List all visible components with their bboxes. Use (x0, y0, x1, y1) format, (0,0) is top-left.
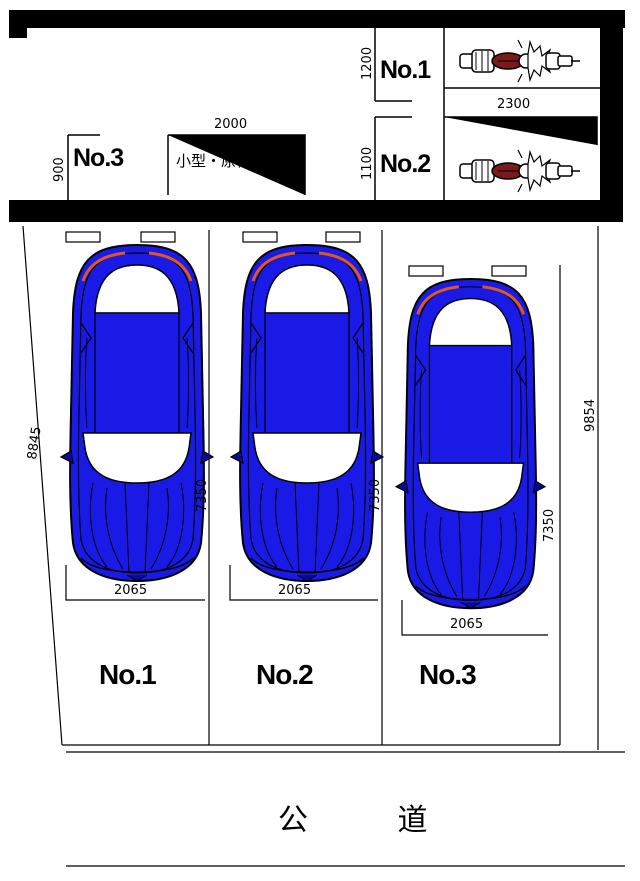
car-icon (394, 277, 547, 610)
motorcycle-icon (459, 149, 581, 193)
car-icon (229, 243, 385, 583)
bike-slot-1-label: No.1 (380, 56, 431, 84)
car-space-2-length: 7350 (368, 479, 383, 512)
car-icon (59, 243, 215, 583)
bike-slot-1-depth: 1200 (360, 47, 375, 80)
bike-slot-3-type: 小型・原付 (176, 152, 251, 170)
car-space-3-width: 2065 (450, 617, 483, 632)
car-space-2: 7350 2065 No.2 (229, 231, 385, 690)
bike-slot-3: 900 No.3 2000 小型・原付 (52, 117, 306, 200)
motorcycle-icon (459, 39, 581, 83)
bike-slot-3-label: No.3 (73, 144, 123, 172)
car-space-1-length: 7350 (195, 479, 210, 512)
car-space-2-width: 2065 (278, 583, 311, 598)
left-side-dimension: 8845 (25, 426, 44, 461)
right-side-dimension: 9854 (583, 399, 598, 432)
bike-slot-3-depth: 900 (52, 157, 67, 182)
bike-slot-1: 1200 No.1 (360, 28, 600, 117)
car-space-2-label: No.2 (256, 659, 313, 690)
public-road-label: 公 道 (278, 803, 468, 838)
car-space-3-length: 7350 (542, 509, 557, 542)
bike-slot-2-depth: 1100 (360, 147, 375, 180)
car-space-1-label: No.1 (99, 659, 156, 690)
car-space-1-width: 2065 (114, 583, 147, 598)
bike-slot-2: 2300 1100 No.2 (360, 97, 598, 200)
car-space-1: 7350 2065 No.1 (59, 231, 215, 690)
car-parking-boundary (22, 225, 625, 753)
bike-slot-2-label: No.2 (380, 150, 430, 178)
bike-width-dimension: 2300 (497, 97, 530, 112)
car-space-3-label: No.3 (419, 659, 476, 690)
bike-slot-3-width: 2000 (214, 117, 247, 132)
bike-parking-frame (9, 10, 625, 222)
car-space-3: 7350 2065 No.3 (394, 265, 557, 690)
